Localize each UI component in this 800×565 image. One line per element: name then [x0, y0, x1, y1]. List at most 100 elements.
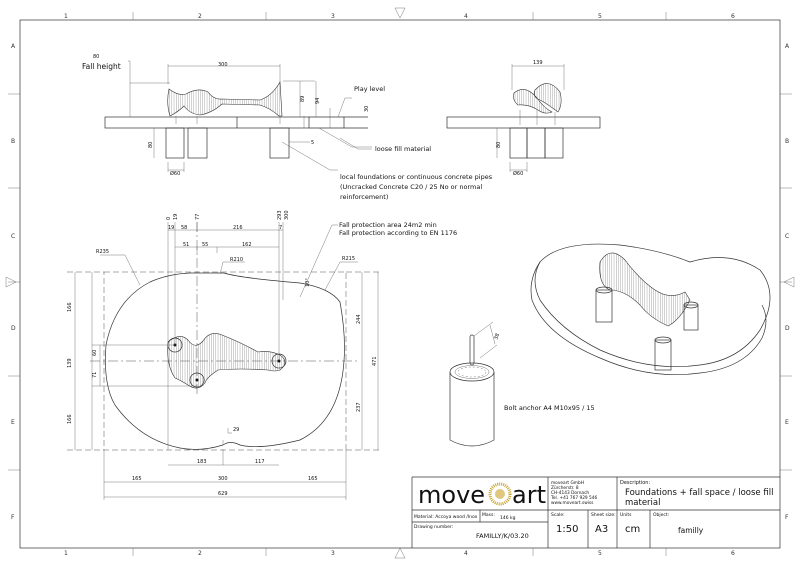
- units-label: Units: [620, 512, 632, 518]
- row-label: A: [785, 43, 790, 50]
- loose-fill-label: loose fill material: [375, 145, 431, 153]
- dimension-total-height: 471: [372, 356, 378, 366]
- foundation: [269, 127, 290, 159]
- post-marker: [189, 372, 205, 388]
- row-label: D: [785, 325, 790, 332]
- row-label: B: [11, 138, 15, 145]
- dimension: 300: [218, 476, 228, 482]
- foundation: [187, 127, 208, 159]
- foundation: [544, 127, 564, 159]
- dimension-bolt: 38: [493, 333, 501, 341]
- center-mark-right: [783, 276, 795, 288]
- dimension-height: 89: [300, 96, 306, 102]
- col-label: 1: [64, 550, 68, 557]
- drawing-number: FAMILLY/K/03.20: [476, 532, 529, 540]
- center-mark-bottom: [394, 547, 406, 559]
- dimension: 117: [255, 459, 265, 465]
- bolt: [469, 334, 475, 366]
- title-block: move art moveart GmbH Zürcherstr. 8 CH-4…: [411, 476, 780, 548]
- row-label: F: [785, 514, 789, 521]
- isometric-view: [530, 243, 771, 376]
- dimension: 244: [356, 314, 362, 324]
- row-label: F: [11, 514, 15, 521]
- radius-label: R235: [96, 249, 109, 255]
- row-label: D: [11, 325, 16, 332]
- foundation: [595, 289, 613, 323]
- foundation: [683, 304, 699, 331]
- foundation: [509, 127, 528, 159]
- company-line: Zürcherstr. 8: [551, 485, 579, 491]
- sheet-size: A3: [595, 524, 608, 535]
- row-label: E: [785, 419, 789, 426]
- row-label: B: [785, 138, 789, 145]
- description-label: Description:: [620, 480, 650, 486]
- ground-slab: [104, 116, 310, 129]
- dimension: 216: [233, 225, 243, 231]
- description: Foundations + fall space / loose fill: [625, 488, 773, 498]
- col-label: 1: [64, 13, 68, 20]
- dimension: 293: [277, 210, 283, 220]
- row-label: C: [785, 233, 789, 240]
- logo-sun-icon: [488, 482, 512, 506]
- dimension: 162: [242, 242, 252, 248]
- sculpture-plan: [167, 333, 286, 389]
- drawing-frame: 1 2 3 4 5 6 1 2 3 4 5 6 A B C D E F A B …: [5, 7, 795, 559]
- dimension-height: 94: [315, 98, 321, 104]
- dimension: 165: [132, 476, 142, 482]
- col-label: 4: [464, 13, 468, 20]
- sculpture-profile: [167, 80, 283, 117]
- logo-text-left: move: [418, 481, 485, 509]
- row-label: A: [11, 43, 16, 50]
- row-label: C: [11, 233, 15, 240]
- dimension: 77: [195, 214, 201, 220]
- col-label: 6: [731, 550, 735, 557]
- company-line: moveart GmbH: [551, 480, 584, 486]
- material-label: Material: Accoya wood /Inox: [414, 514, 478, 520]
- dimension-offset: 5: [311, 140, 314, 146]
- foundation: [165, 127, 185, 159]
- dimension: 71: [92, 372, 98, 378]
- col-label: 2: [198, 550, 202, 557]
- radius-label: R210: [230, 257, 243, 263]
- object-label: Object:: [653, 512, 669, 518]
- center-mark-top: [394, 7, 406, 19]
- radius-label: R215: [342, 256, 355, 262]
- fall-height-label: Fall height: [82, 62, 121, 71]
- dimension-foundation-diameter: Ø60: [170, 170, 180, 177]
- dimension-width: 300: [218, 62, 228, 68]
- scale-label: Scale:: [551, 512, 565, 518]
- bolt-anchor-label: Bolt anchor A4 M10x95 / 15: [504, 404, 595, 412]
- fall-protection-note: Fall protection area 24m2 min: [339, 221, 437, 229]
- object: familly: [678, 526, 704, 535]
- dimension: 58: [181, 225, 187, 231]
- fall-protection-slab: [534, 243, 771, 368]
- dimension-slab: 30: [364, 106, 370, 112]
- dimension: 60: [92, 350, 98, 356]
- col-label: 3: [331, 13, 335, 20]
- sheet-size-label: Sheet size:: [591, 512, 616, 518]
- end-view: 139 80 Ø60: [446, 60, 601, 177]
- company-line: Tel. +41 767 929 546: [550, 495, 597, 501]
- dimension-foundation-depth: 80: [148, 142, 154, 148]
- dimension: 19: [173, 214, 179, 220]
- col-label: 5: [598, 13, 602, 20]
- dimension: 165: [308, 476, 318, 482]
- col-label: 2: [198, 13, 202, 20]
- ground-slab: [446, 116, 601, 129]
- side-view: 80 Fall height 300 89 94 30 5 80 Ø60 Pla…: [82, 54, 493, 201]
- units: cm: [625, 524, 640, 535]
- dimension: 29: [233, 427, 239, 433]
- logo-text-right: art: [512, 481, 546, 509]
- dimension: 300: [284, 210, 290, 220]
- dimension: 166: [67, 414, 73, 424]
- bolt-anchor-detail: 38 Bolt anchor A4 M10x95 / 15: [449, 321, 595, 447]
- dimension-total-width: 629: [218, 491, 228, 497]
- scale: 1:50: [556, 524, 578, 535]
- company-line: www.moveart.swiss: [551, 500, 594, 506]
- foundation-note: reinforcement): [340, 193, 388, 201]
- dimension: 19: [168, 225, 174, 231]
- fall-protection-note: Fall protection according to EN 1176: [339, 229, 457, 237]
- dimension: 139: [67, 358, 73, 368]
- col-label: 5: [598, 550, 602, 557]
